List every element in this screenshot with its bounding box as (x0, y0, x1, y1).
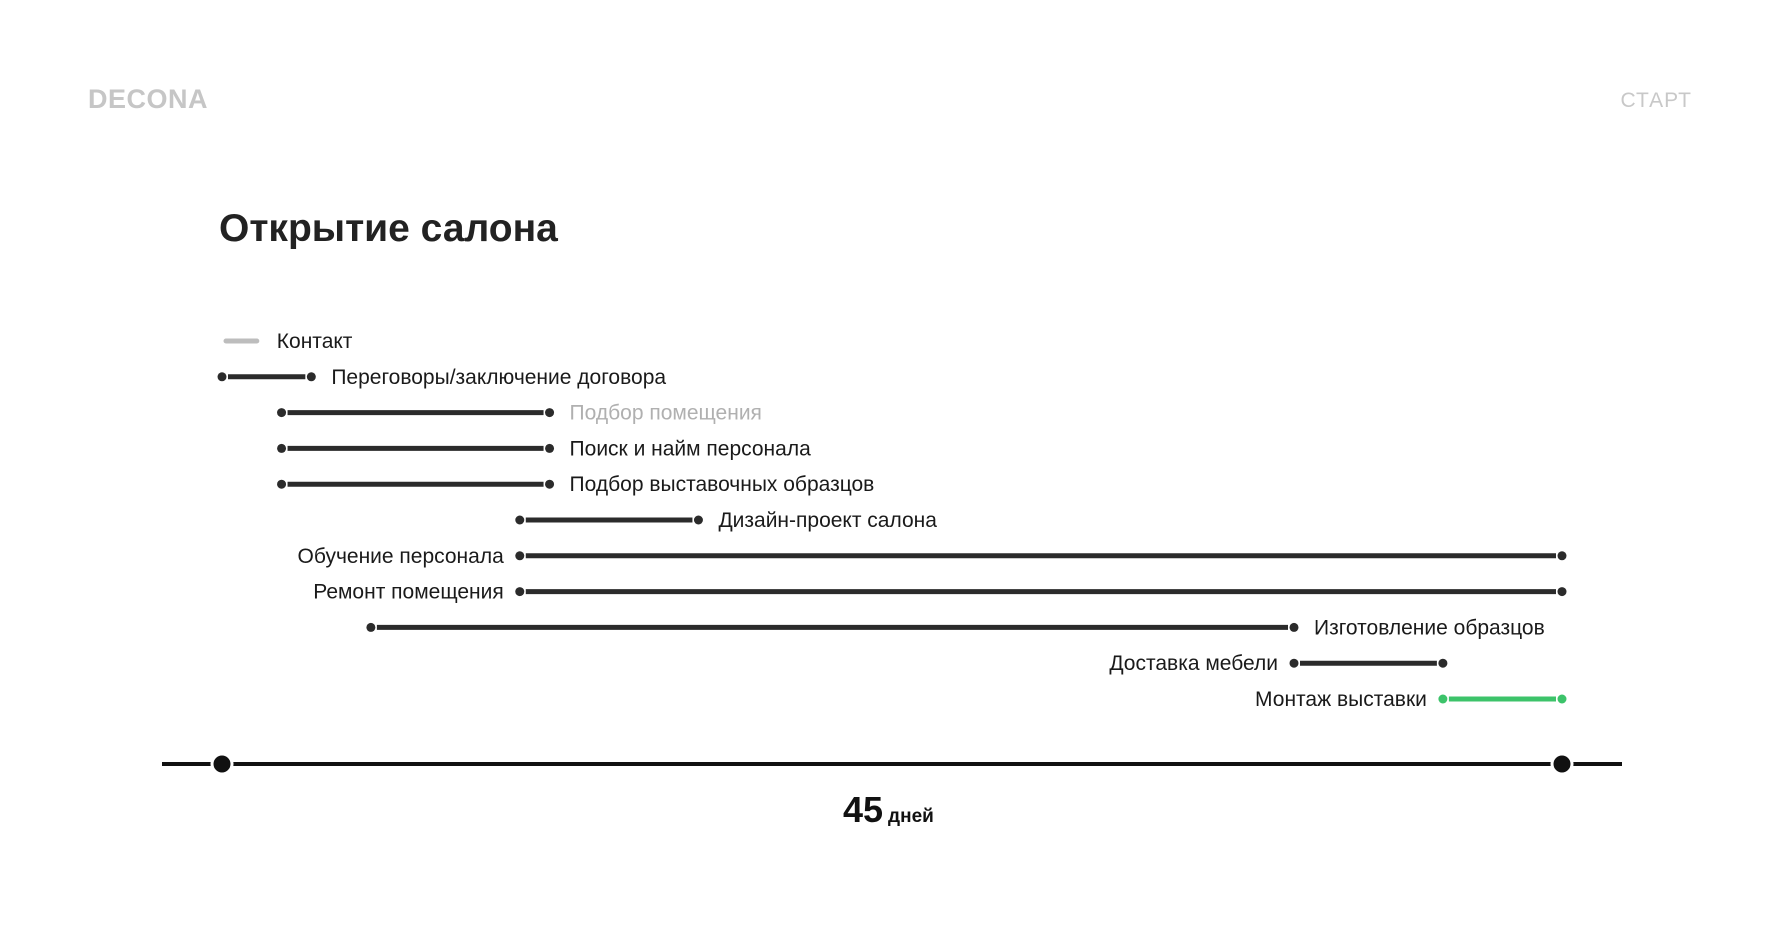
task-3-label: Подбор помещения (570, 402, 762, 425)
task-2-label: Переговоры/заключение договора (331, 366, 666, 389)
task-11-start-dot (1438, 694, 1448, 704)
task-3-start-dot (277, 408, 287, 418)
page-title: Открытие салона (219, 207, 558, 250)
task-11-label: Монтаж выставки (1255, 688, 1427, 711)
task-8-start-dot (515, 587, 525, 597)
logo[interactable]: DECONA (88, 84, 209, 114)
task-6-end-dot (693, 515, 703, 525)
task-4-end-dot (545, 443, 555, 453)
task-7-label: Обучение персонала (298, 545, 505, 568)
task-8-end-dot (1557, 587, 1567, 597)
task-2-start-dot (217, 372, 227, 382)
task-7-end-dot (1557, 551, 1567, 561)
task-3-end-dot (545, 408, 555, 418)
duration-value: 45 (843, 789, 883, 830)
task-6-label: Дизайн-проект салона (718, 509, 937, 532)
task-5-end-dot (545, 479, 555, 489)
duration-unit: дней (888, 806, 934, 827)
task-5-label: Подбор выставочных образцов (570, 473, 875, 496)
task-2-end-dot (306, 372, 316, 382)
task-1-label: Контакт (277, 330, 353, 353)
task-4-start-dot (277, 443, 287, 453)
timeline-end-marker (1550, 752, 1574, 776)
task-5-start-dot (277, 479, 287, 489)
task-10-start-dot (1289, 658, 1299, 668)
task-11-end-dot (1557, 694, 1567, 704)
timeline-start-marker (210, 752, 234, 776)
task-10-end-dot (1438, 658, 1448, 668)
task-4-label: Поиск и найм персонала (570, 437, 812, 460)
task-6-start-dot (515, 515, 525, 525)
task-10-label: Доставка мебели (1109, 652, 1278, 675)
start-nav-link[interactable]: СТАРТ (1620, 89, 1692, 112)
task-9-start-dot (366, 622, 376, 632)
task-8-label: Ремонт помещения (313, 581, 504, 604)
task-9-end-dot (1289, 622, 1299, 632)
task-7-start-dot (515, 551, 525, 561)
task-9-label: Изготовление образцов (1314, 616, 1545, 639)
